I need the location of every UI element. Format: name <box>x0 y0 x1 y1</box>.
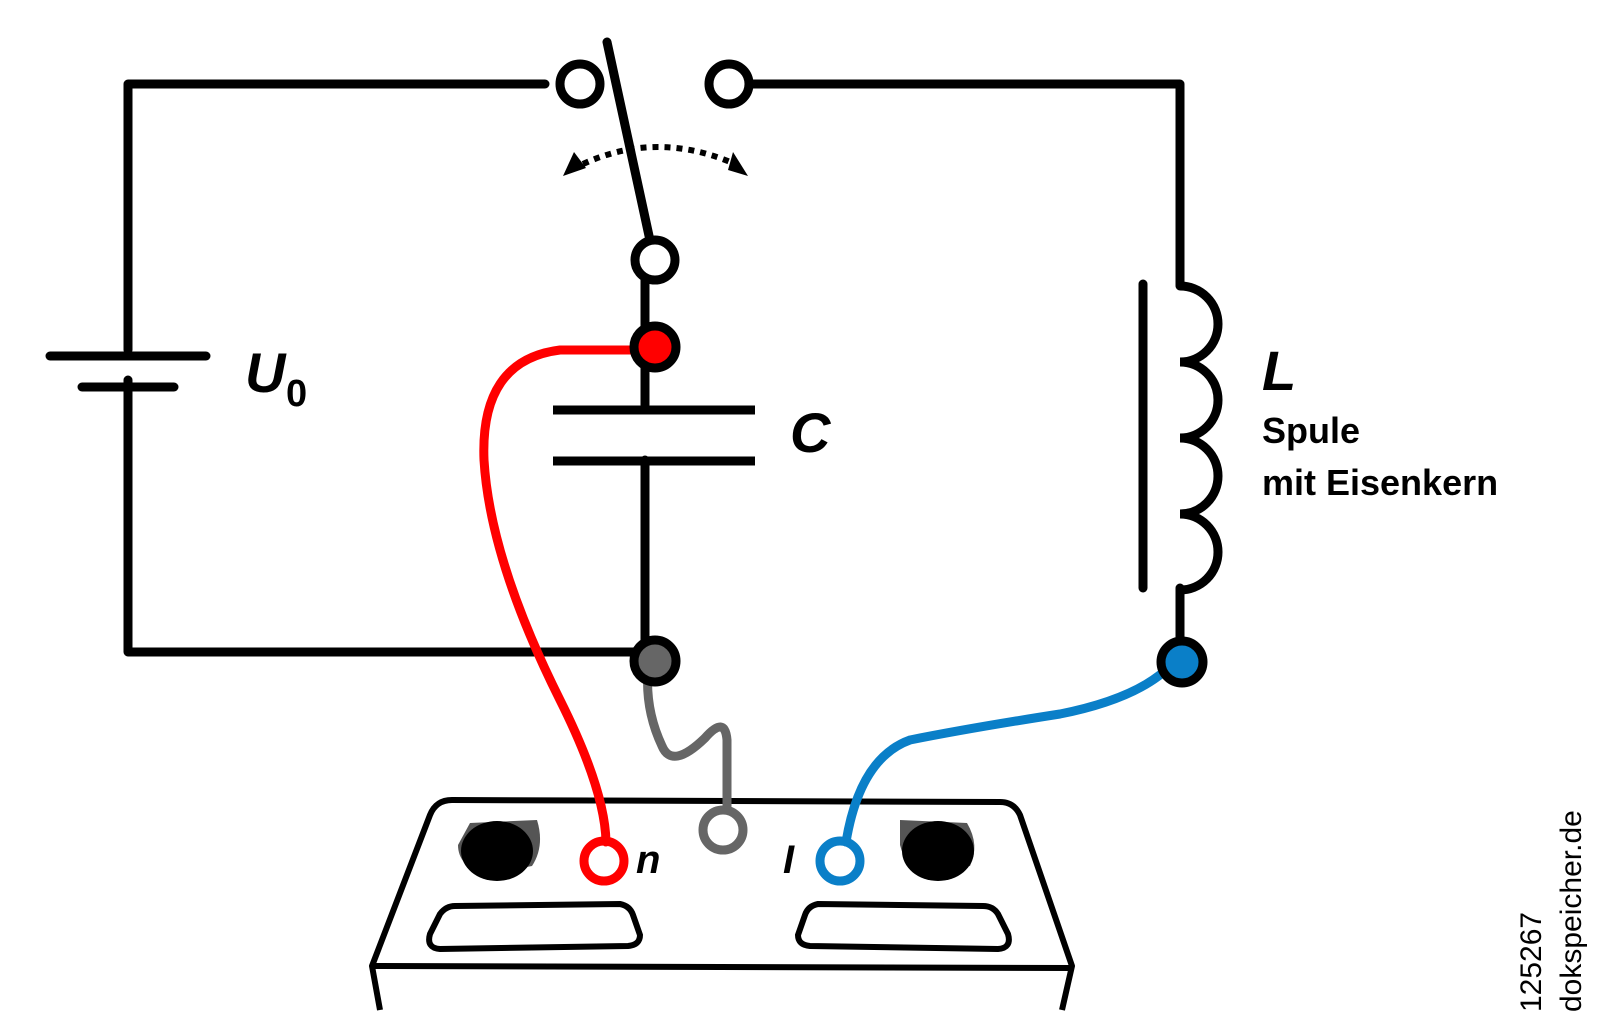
socket-red <box>579 836 629 886</box>
circuit-wires <box>123 79 1185 665</box>
lead-gray <box>643 665 732 815</box>
watermark-id: 125267 <box>1515 912 1548 1012</box>
label-inductor: L <box>1262 339 1296 402</box>
switch-lever <box>602 37 656 250</box>
socket-label-n: n <box>636 838 660 882</box>
device-knob-right <box>900 820 975 881</box>
coil-windings <box>1175 281 1223 595</box>
device-slot-left <box>426 900 644 953</box>
terminal-red <box>629 321 681 373</box>
label-capacitor: C <box>790 401 832 464</box>
terminal-gray <box>629 635 681 687</box>
terminal-blue <box>1156 636 1208 688</box>
wire-top-right <box>740 79 1185 290</box>
switch-contact-right <box>704 59 754 109</box>
switch-pivot <box>630 235 680 285</box>
wire-left-lower <box>123 375 650 657</box>
device-slot-right <box>794 900 1012 953</box>
swing-arrowhead-right <box>728 152 748 176</box>
watermark-site: dokspeicher.de <box>1555 810 1588 1012</box>
capacitor-symbol <box>553 405 755 466</box>
device-knob-left <box>458 820 541 881</box>
measurement-leads <box>479 345 1177 847</box>
switch-contact-left <box>555 59 605 109</box>
swing-arrowhead-left <box>563 152 586 176</box>
lead-blue <box>841 659 1177 847</box>
measurement-device: n I <box>369 797 1075 1011</box>
label-voltage-subscript: 0 <box>286 373 307 415</box>
label-coil-line2: mit Eisenkern <box>1262 462 1498 503</box>
watermark: 125267 dokspeicher.de <box>1515 810 1588 1012</box>
battery-symbol <box>45 351 211 392</box>
wire-top-left <box>123 79 550 355</box>
socket-label-i: I <box>783 838 795 882</box>
socket-gray <box>698 805 748 855</box>
label-coil-line1: Spule <box>1262 410 1360 451</box>
label-voltage: U <box>245 341 287 404</box>
device-front-edge <box>371 963 1073 971</box>
socket-blue <box>815 836 865 886</box>
lead-red <box>479 345 645 847</box>
changeover-switch <box>555 37 754 285</box>
switch-swing-arrow <box>581 144 737 167</box>
inductor-coil <box>1138 279 1223 595</box>
